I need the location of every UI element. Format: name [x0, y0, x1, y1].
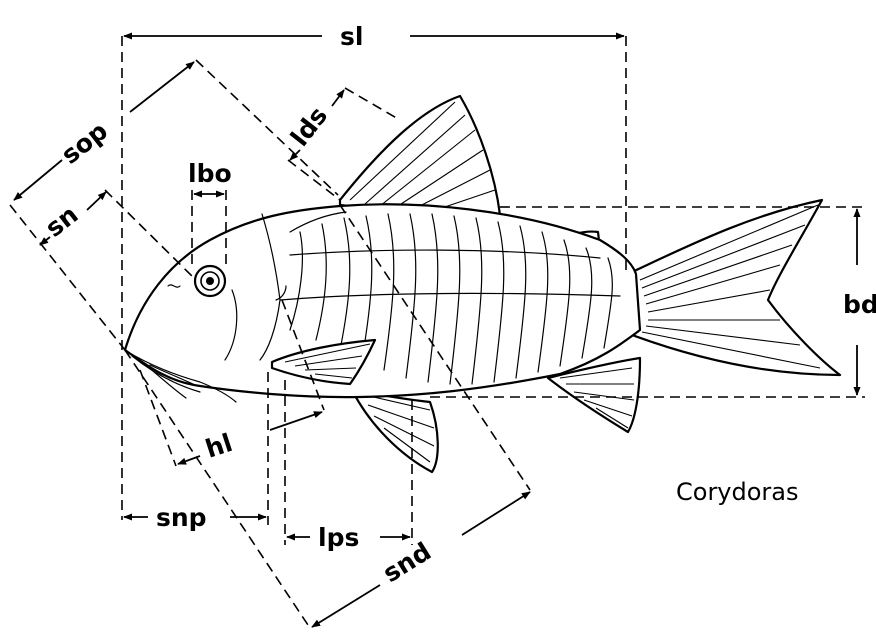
- species-title: Corydoras: [676, 478, 799, 506]
- label-snd: snd: [378, 537, 436, 588]
- dorsal-fin: [340, 96, 500, 215]
- caudal-fin: [632, 200, 840, 375]
- label-snp: snp: [156, 503, 207, 532]
- label-lps: lps: [318, 523, 359, 552]
- label-sn: sn: [40, 200, 84, 243]
- label-bd: bd: [843, 290, 876, 319]
- label-sop: sop: [56, 116, 113, 170]
- label-lbo: lbo: [188, 159, 232, 188]
- label-sl: sl: [340, 22, 363, 51]
- label-lds: lds: [285, 101, 333, 151]
- fish-body: [125, 204, 640, 397]
- fish-illustration: [125, 96, 840, 472]
- label-hl: hl: [202, 428, 236, 464]
- eye: [195, 266, 225, 296]
- pelvic-fin: [352, 390, 438, 472]
